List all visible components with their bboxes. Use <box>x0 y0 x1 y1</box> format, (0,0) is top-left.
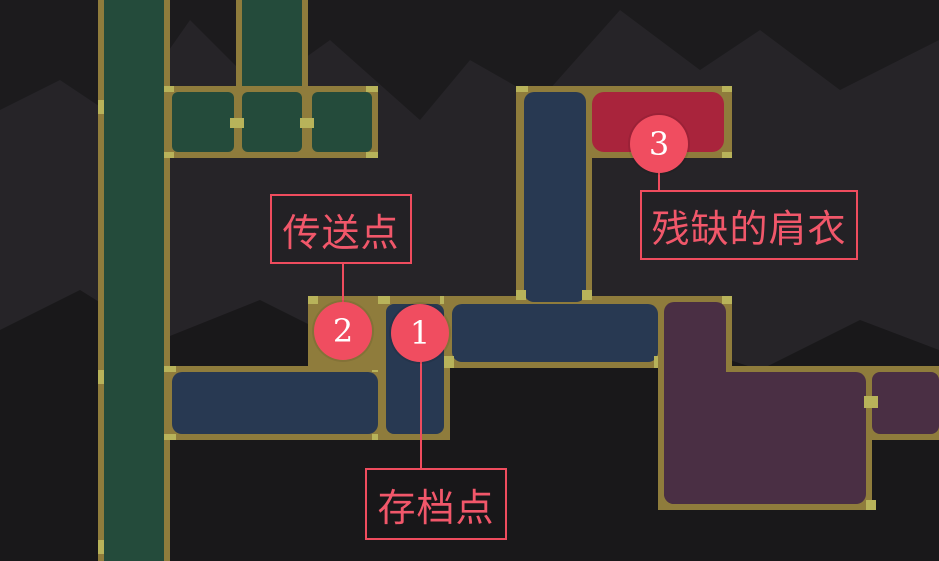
item-label: 残缺的肩衣 <box>640 190 858 260</box>
marker-3[interactable]: 3 <box>630 115 688 173</box>
green-zone <box>98 0 378 561</box>
teleport-point-label: 传送点 <box>270 194 412 264</box>
marker-1[interactable]: 1 <box>391 304 449 362</box>
save-point-label: 存档点 <box>365 468 507 540</box>
leader-line-1 <box>420 345 422 469</box>
leader-line-3 <box>658 160 660 192</box>
purple-zone <box>658 296 939 510</box>
leader-line-2 <box>342 262 344 308</box>
blue-zone <box>164 86 664 440</box>
marker-2[interactable]: 2 <box>314 302 372 360</box>
